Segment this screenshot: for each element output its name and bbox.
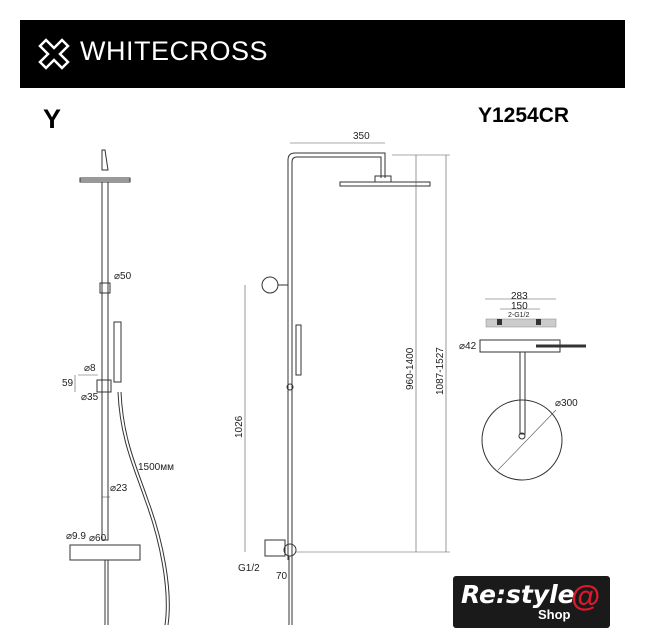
thermostat-body — [69, 544, 141, 561]
hand-shower — [113, 321, 122, 383]
label-59: 59 — [62, 378, 74, 389]
label-1026: 1026 — [234, 415, 245, 438]
shop-logo-main: Re:style — [461, 580, 575, 609]
label-d8: ⌀8 — [84, 363, 96, 374]
cross-logo-icon — [38, 38, 70, 70]
shop-logo: Re:style Shop @ — [453, 576, 610, 628]
label-g12: G1/2 — [238, 563, 260, 574]
series-letter: Y — [43, 104, 62, 134]
side-view: 350 960-1400 1087-1527 1026 G1/2 70 — [234, 131, 450, 625]
cart-at-icon: @ — [571, 580, 601, 613]
top-view: 283 150 2-G1/2 ⌀42 ⌀300 — [459, 291, 586, 481]
model-number: Y1254CR — [478, 104, 570, 127]
label-283: 283 — [511, 291, 528, 302]
shower-head-top — [101, 149, 109, 171]
front-view: ⌀50 ⌀8 59 ⌀35 1500мм ⌀23 ⌀9.9 ⌀60 — [62, 149, 174, 626]
label-d300: ⌀300 — [555, 398, 578, 409]
label-70: 70 — [276, 571, 288, 582]
shower-head-circle — [481, 399, 563, 481]
label-150: 150 — [511, 301, 528, 312]
label-1087-1527: 1087-1527 — [435, 347, 446, 395]
label-350: 350 — [353, 131, 370, 142]
riser-pole — [101, 181, 109, 541]
label-hose-length: 1500мм — [138, 462, 174, 473]
label-d35: ⌀35 — [81, 392, 99, 403]
slide-bracket — [96, 379, 112, 393]
hand-shower-side — [295, 324, 302, 376]
label-2-g12: 2-G1/2 — [508, 312, 530, 319]
pole-holder — [99, 282, 111, 294]
label-d60: ⌀60 — [89, 533, 107, 544]
label-d9-9: ⌀9.9 — [66, 531, 86, 542]
shop-logo-sub: Shop — [538, 607, 571, 622]
label-d42: ⌀42 — [459, 341, 477, 352]
brand-header: WHITECROSS — [20, 20, 625, 88]
label-d50: ⌀50 — [114, 271, 132, 282]
brand-name: WHITECROSS — [80, 36, 269, 66]
wall-bracket — [261, 276, 279, 294]
label-d23: ⌀23 — [110, 483, 128, 494]
label-960-1400: 960-1400 — [405, 347, 416, 390]
